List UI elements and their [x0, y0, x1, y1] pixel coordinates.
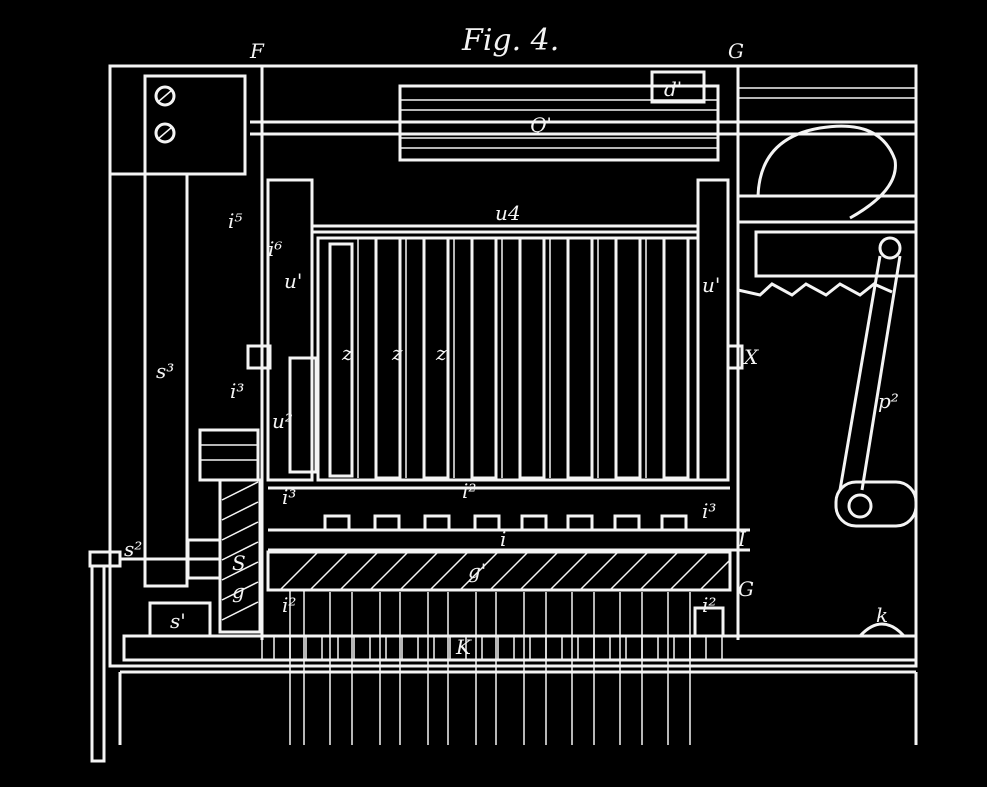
label-i3-mid: i³ — [282, 485, 296, 509]
label-p2: p² — [878, 389, 899, 413]
machine-frame — [108, 64, 918, 745]
label-u4: u4 — [495, 201, 521, 225]
label-F: F — [249, 39, 265, 63]
label-i6: i⁶ — [268, 237, 282, 261]
right-mechanism — [737, 124, 918, 528]
label-s1: s' — [170, 609, 186, 633]
label-s3: s³ — [156, 359, 174, 383]
label-k: k — [876, 603, 888, 627]
label-s2: s² — [124, 537, 142, 561]
label-K: K — [455, 635, 472, 659]
label-i2-mid: i² — [462, 479, 476, 503]
label-u1-right: u' — [702, 273, 720, 297]
label-z3: z — [435, 341, 447, 365]
label-i2-lower: i² — [282, 593, 296, 617]
roller-Q1 — [250, 70, 916, 162]
type-bars — [328, 236, 690, 480]
label-X: X — [742, 345, 759, 369]
label-g: g — [232, 579, 245, 603]
label-I: I — [737, 527, 747, 551]
key-row — [268, 486, 750, 552]
label-g1: g' — [468, 559, 486, 583]
label-i3-left: i³ — [230, 379, 244, 403]
key-rods — [289, 590, 691, 745]
label-u2: u² — [272, 409, 293, 433]
label-d1: d' — [664, 77, 682, 101]
label-Q1: Q' — [530, 113, 552, 137]
base-K — [122, 606, 918, 662]
figure-title: Fig. 4. — [461, 23, 559, 58]
label-G-side: G — [738, 577, 754, 601]
left-column — [110, 74, 247, 638]
label-S: S — [232, 551, 246, 575]
label-i5: i⁵ — [228, 209, 242, 233]
label-G-top: G — [728, 39, 744, 63]
label-z1: z — [341, 341, 353, 365]
label-i2-right: i² — [702, 593, 716, 617]
type-cylinder — [246, 178, 744, 482]
hatched-bar — [266, 550, 732, 592]
block-S — [198, 428, 262, 634]
label-u1-left: u' — [284, 269, 302, 293]
label-i: i — [500, 527, 506, 551]
label-i3-right: i³ — [702, 499, 716, 523]
label-z2: z — [391, 341, 403, 365]
figure-labels: Fig. 4. F G d' Q' u4 i⁵ i⁶ u' u' s³ z z … — [124, 23, 899, 659]
